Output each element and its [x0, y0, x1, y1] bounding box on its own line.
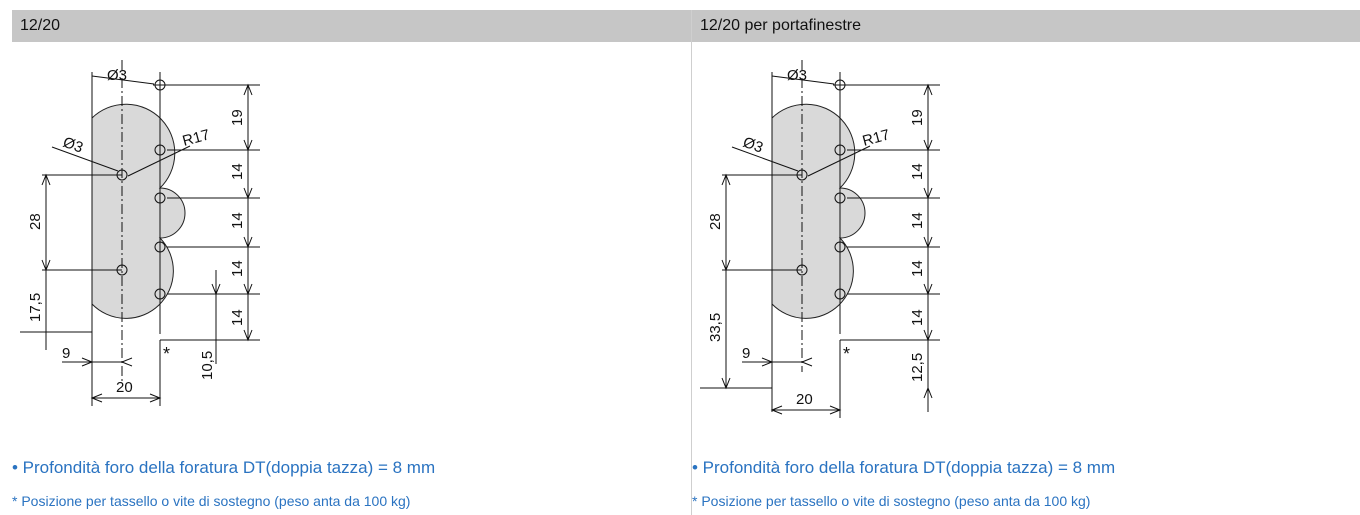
drill-depth-note: • Profondità foro della foratura DT(dopp…	[692, 458, 1116, 477]
column-divider	[691, 10, 692, 515]
dim-left-diameter: Ø3	[741, 134, 766, 157]
dim-v2: 14	[909, 163, 926, 180]
dim-radius: R17	[181, 126, 212, 150]
dim-h-left: 28	[707, 213, 724, 230]
dim-v5: 14	[229, 309, 246, 326]
dim-v4: 14	[909, 260, 926, 277]
drilling-diagram-right: Ø3 Ø3 R17 19 14 14 14 14 28 33,5 9 20 12…	[700, 60, 940, 418]
support-star: *	[843, 344, 850, 364]
dim-top-diameter: Ø3	[787, 67, 807, 84]
cup-profile-shape	[771, 103, 866, 319]
dim-w9: 9	[62, 345, 70, 362]
dim-w-low: 12,5	[909, 353, 926, 382]
dim-w20: 20	[796, 391, 813, 408]
drilling-diagram-left: Ø3 Ø3 R17 19 14 14 14 14 28 17,5 9 20 10…	[20, 60, 260, 406]
dim-v5: 14	[909, 309, 926, 326]
drill-depth-note: • Profondità foro della foratura DT(dopp…	[12, 458, 436, 477]
dim-h-bottom: 17,5	[27, 293, 44, 322]
dim-w-low: 10,5	[199, 351, 216, 380]
dim-v1: 19	[909, 109, 926, 126]
dim-h-bottom: 33,5	[707, 313, 724, 342]
column-header-right: 12/20 per portafinestre	[692, 10, 1360, 42]
dim-radius: R17	[861, 126, 892, 150]
dim-v2: 14	[229, 163, 246, 180]
cup-profile-shape	[91, 103, 186, 319]
support-position-note: * Posizione per tassello o vite di soste…	[692, 493, 1091, 509]
support-position-note: * Posizione per tassello o vite di soste…	[12, 493, 411, 509]
column-header-left: 12/20	[12, 10, 691, 42]
support-star: *	[163, 344, 170, 364]
dim-v3: 14	[909, 212, 926, 229]
dim-w20: 20	[116, 379, 133, 396]
dim-left-diameter: Ø3	[61, 134, 86, 157]
dim-v3: 14	[229, 212, 246, 229]
right-column: 12/20 per portafinestre	[692, 10, 1360, 515]
dim-top-diameter: Ø3	[107, 67, 127, 84]
dim-h-left: 28	[27, 213, 44, 230]
dim-v4: 14	[229, 260, 246, 277]
dim-v1: 19	[229, 109, 246, 126]
left-column: 12/20	[12, 10, 691, 515]
dim-w9: 9	[742, 345, 750, 362]
